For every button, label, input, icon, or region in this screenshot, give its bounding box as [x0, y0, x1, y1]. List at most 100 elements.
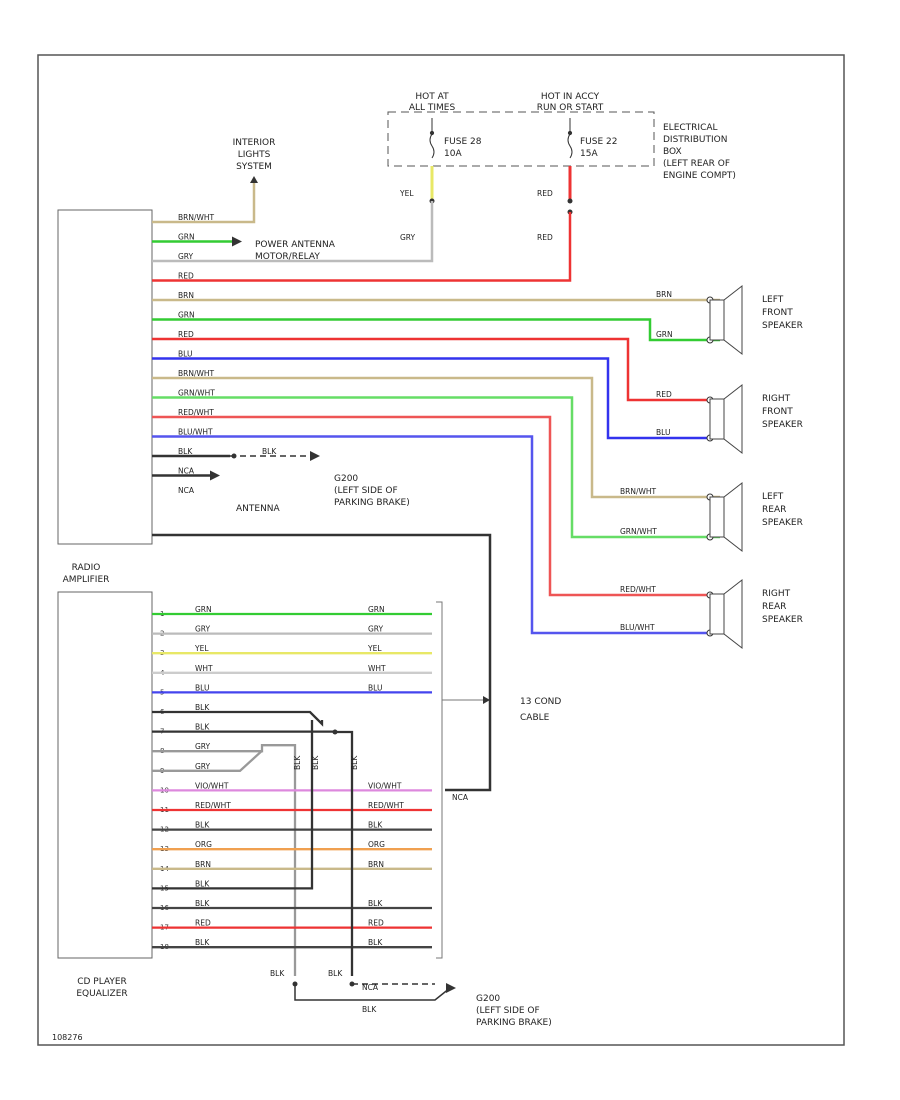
cd-wire-label-right: GRN: [368, 605, 385, 614]
svg-text:(LEFT REAR OF: (LEFT REAR OF: [663, 159, 730, 169]
diagram-border: [37, 54, 845, 1046]
label-lower-blk-right: BLK: [328, 969, 343, 978]
cd-wire-label-right: ORG: [368, 840, 385, 849]
speaker-wire-label-4: BLU: [656, 428, 670, 437]
speaker-magnet: [709, 398, 725, 440]
ground-upper-splice: [231, 453, 237, 459]
cd-wire-label-right: BRN: [368, 860, 384, 869]
cd-wire-line: [152, 710, 324, 727]
power-antenna-label: POWER ANTENNA MOTOR/RELAY: [255, 240, 336, 262]
cd-wire-line: [152, 744, 297, 976]
footer-code: 108276: [52, 1033, 83, 1042]
cd-wire-line: [152, 720, 314, 890]
speaker-label-1: SPEAKER: [762, 321, 803, 331]
cd-wire-label-right: BLK: [368, 938, 383, 947]
cd-ground-run-right: [335, 730, 354, 976]
cd-ground-splice: [332, 729, 338, 735]
amp-wire-label-5: BRN: [178, 291, 194, 300]
amp-wire-1: [152, 183, 256, 224]
splice-red: [567, 198, 573, 204]
svg-text:G200: G200: [476, 994, 500, 1004]
speaker-label-3: SPEAKER: [762, 518, 803, 528]
svg-text:ENGINE COMPT): ENGINE COMPT): [663, 171, 736, 181]
amp-wire-label-10: GRN/WHT: [178, 389, 215, 398]
hot-right-2: RUN OR START: [537, 103, 604, 113]
amp-wire-label-2: GRN: [178, 233, 195, 242]
speaker-label-2: RIGHT: [762, 394, 791, 404]
cd-wire-label-left: WHT: [195, 664, 213, 673]
cd-wire-label-left: ORG: [195, 840, 212, 849]
amp-wire-label-1: BRN/WHT: [178, 213, 215, 222]
amp-wire-label-11: RED/WHT: [178, 408, 214, 417]
ground-upper-label: G200 (LEFT SIDE OF PARKING BRAKE): [334, 474, 410, 508]
cd-wire-label-left: BLK: [195, 879, 210, 888]
cd-wire-label-right: RED/WHT: [368, 801, 404, 810]
svg-text:BOX: BOX: [663, 147, 682, 157]
antenna-arrow: [210, 470, 220, 481]
power-antenna-arrow: [232, 236, 242, 247]
amp-wire-4: [152, 212, 572, 282]
amp-wire-10: [152, 396, 720, 539]
label-red-fuse-bottom: RED: [537, 233, 553, 242]
fuse-symbol-left: [429, 118, 435, 159]
speaker-wire-label-1: BRN: [656, 290, 672, 299]
cd-wire-label-left: BRN: [195, 860, 211, 869]
cd-wire-label-left: BLK: [195, 899, 210, 908]
cd-player-box: [57, 591, 153, 959]
amp-wire-8: [152, 357, 720, 440]
speakers: LEFTFRONTSPEAKERRIGHTFRONTSPEAKERLEFTREA…: [706, 284, 803, 650]
cd-wire-label-left: BLK: [195, 703, 210, 712]
cd-wire-label-left: RED: [195, 919, 211, 928]
ground-upper-arrow: [310, 451, 320, 461]
fuse-left-1: FUSE 28: [444, 137, 482, 147]
cd-ground-label-2: BLK: [311, 755, 320, 770]
cd-wire-label-right: BLK: [368, 821, 383, 830]
speaker-label-3: LEFT: [762, 492, 784, 502]
cable-label-2: CABLE: [520, 713, 550, 723]
speaker-magnet: [709, 299, 725, 341]
interior-lights-label: INTERIOR LIGHTS SYSTEM: [233, 138, 276, 172]
amp-wire-label-14: NCA: [178, 467, 195, 476]
fuse-left-2: 10A: [444, 149, 462, 159]
cable-label-1: 13 COND: [520, 697, 561, 707]
cd-wire-label-left: GRY: [195, 742, 211, 751]
cd-wire-label-left: BLK: [195, 821, 210, 830]
cd-wire-label-left: BLK: [195, 938, 210, 947]
speaker-magnet: [709, 593, 725, 635]
speaker-label-1: FRONT: [762, 308, 793, 318]
amp-wire-label-4: RED: [178, 272, 194, 281]
svg-text:LIGHTS: LIGHTS: [238, 150, 271, 160]
label-red-fuse-top: RED: [537, 189, 553, 198]
lower-ground-arrow: [446, 983, 456, 993]
cd-wire-label-left: VIO/WHT: [195, 781, 229, 790]
speaker-cone: [723, 284, 743, 356]
speaker-cone: [723, 481, 743, 553]
svg-text:PARKING BRAKE): PARKING BRAKE): [476, 1018, 552, 1028]
svg-text:INTERIOR: INTERIOR: [233, 138, 276, 148]
cd-ground-label-3: BLK: [350, 755, 359, 770]
svg-text:G200: G200: [334, 474, 358, 484]
cd-wire-label-left: RED/WHT: [195, 801, 231, 810]
fuse-symbol-right: [567, 118, 573, 159]
cd-wire-line: [152, 749, 263, 772]
cd-player-label-2: EQUALIZER: [76, 989, 127, 999]
antenna-label: ANTENNA: [236, 504, 281, 514]
cd-wire-label-right: BLU: [368, 683, 382, 692]
cable-arrow: [483, 696, 490, 704]
svg-text:POWER ANTENNA: POWER ANTENNA: [255, 240, 336, 250]
cd-wire-label-right: RED: [368, 919, 384, 928]
